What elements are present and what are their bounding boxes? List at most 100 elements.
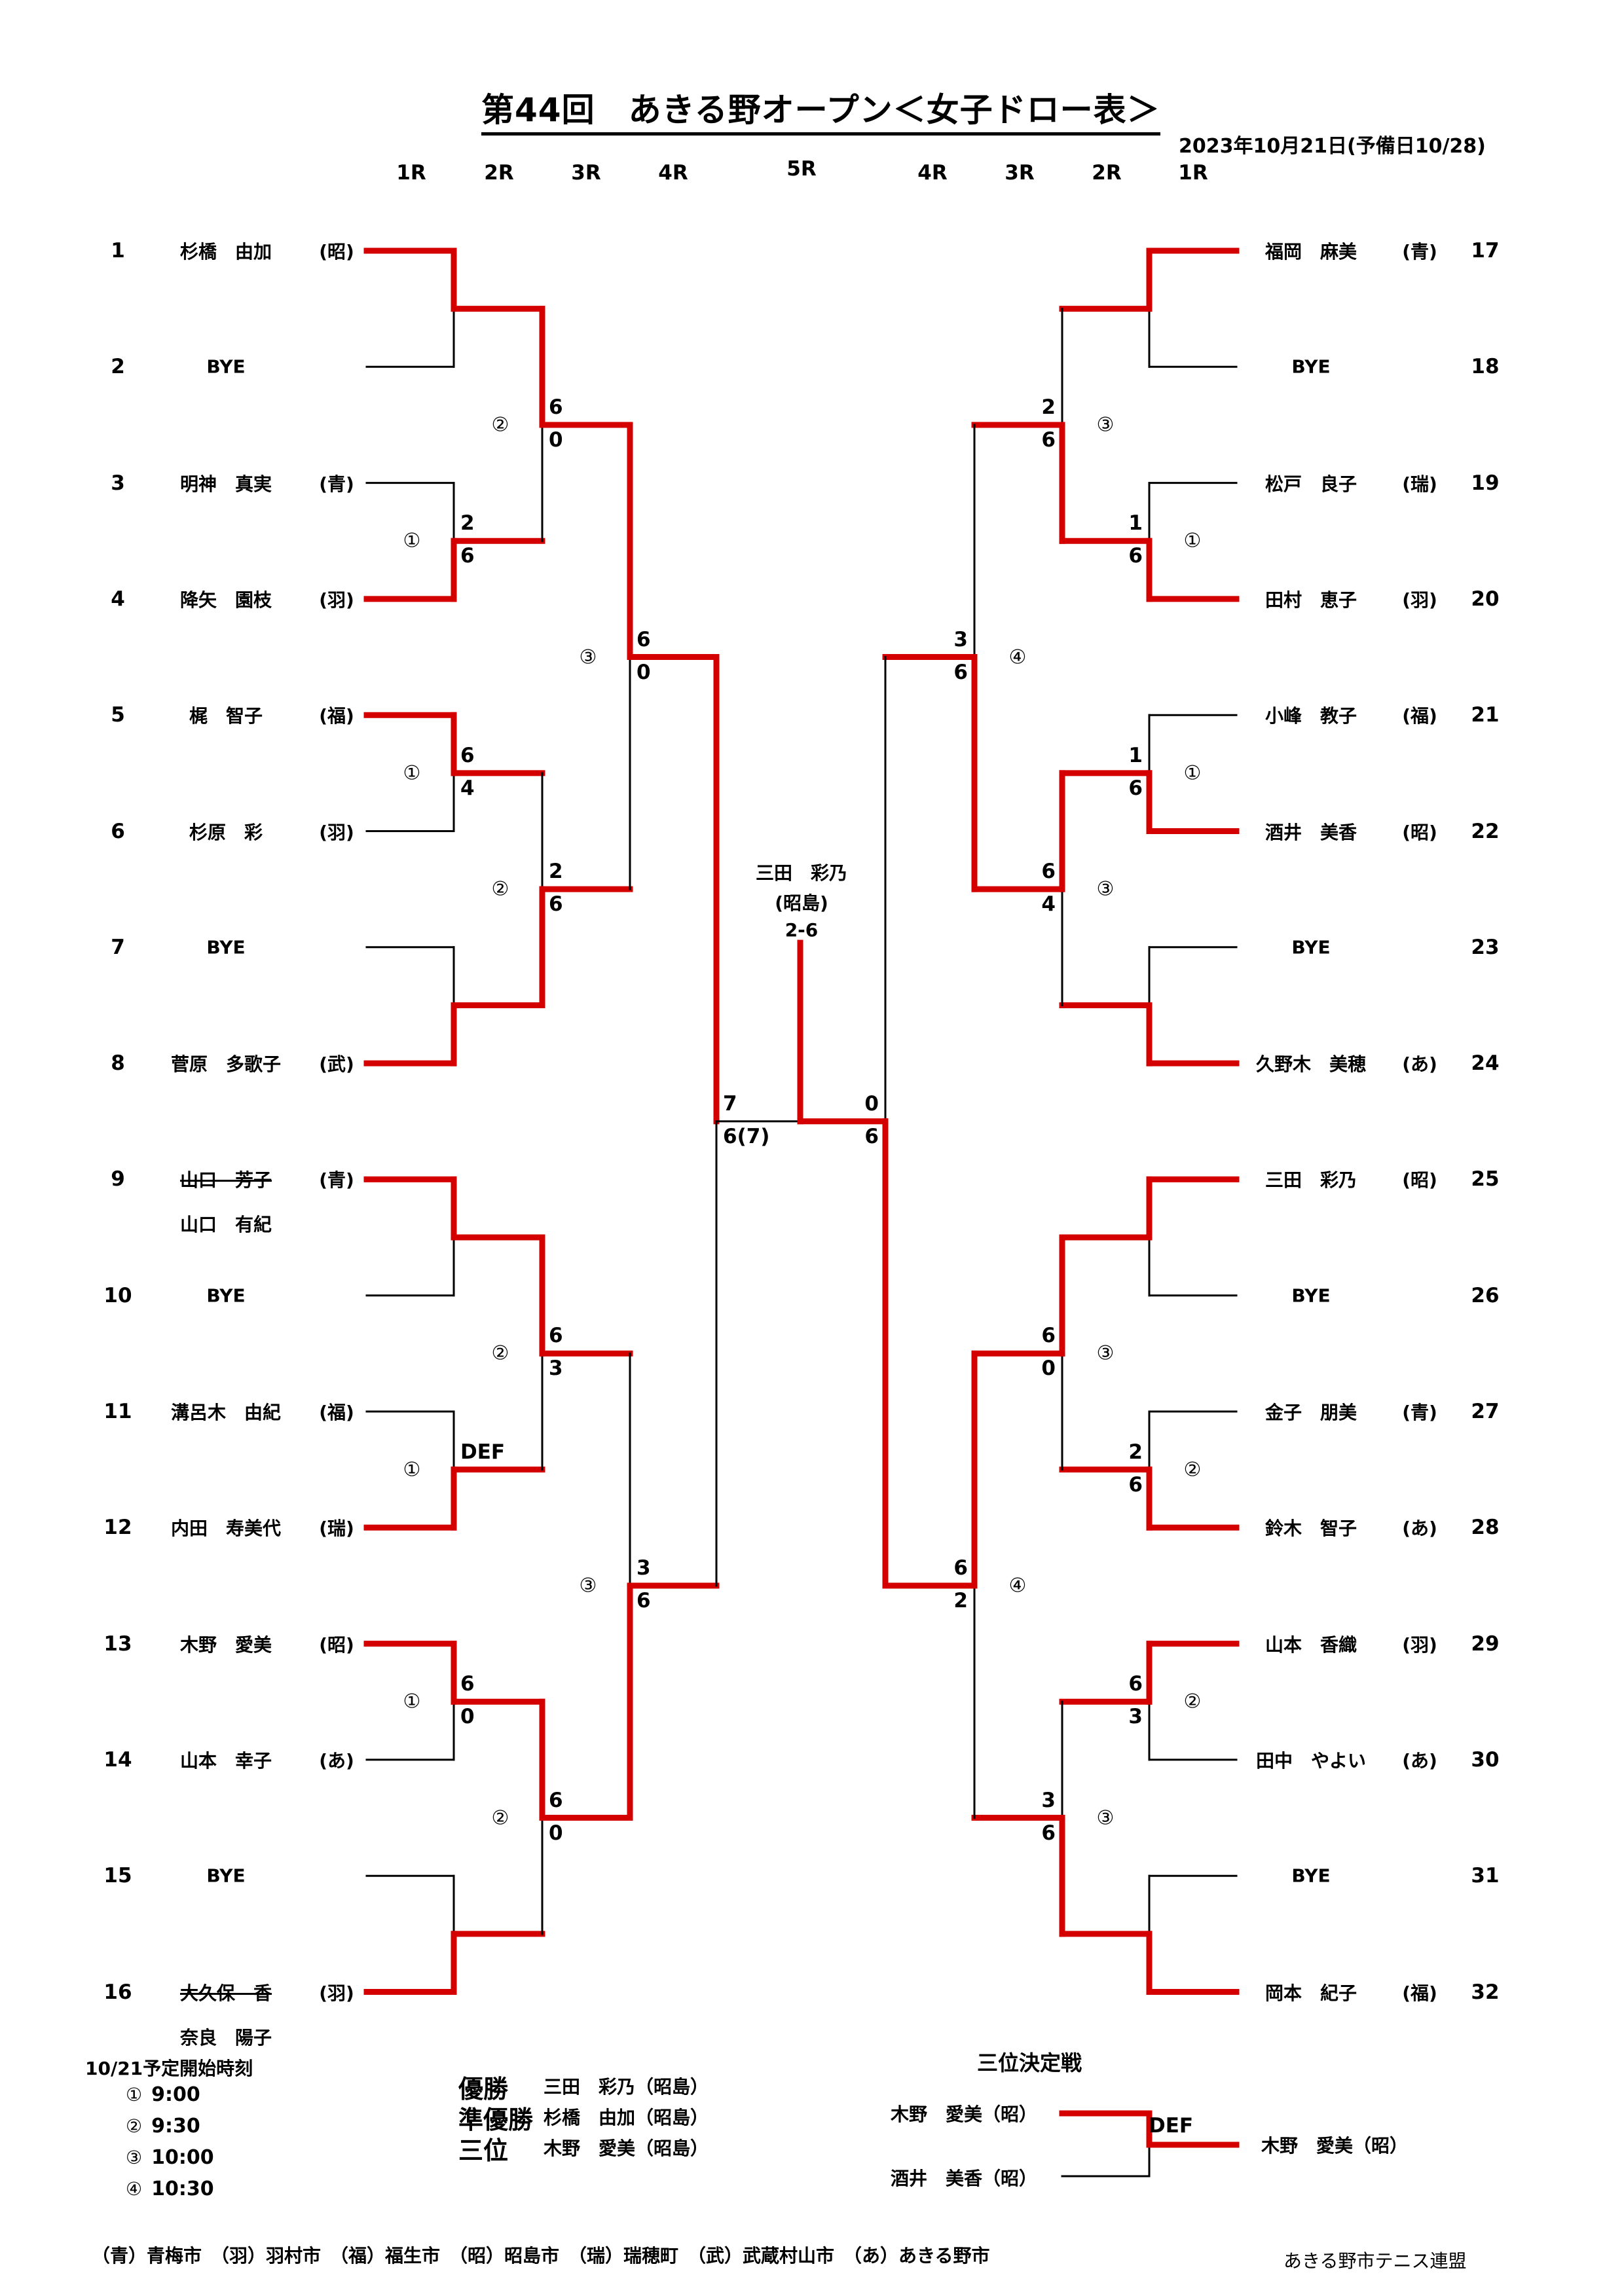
player-name: 杉原 彩	[189, 821, 263, 843]
score-top: 6	[460, 1672, 475, 1696]
third-place-winner: 木野 愛美（昭）	[1261, 2135, 1409, 2157]
player-name: 福岡 麻美	[1264, 241, 1357, 263]
round-header-final: 5R	[786, 157, 817, 181]
draw-number: 32	[1471, 1980, 1500, 2004]
champion-affiliation: (昭島)	[775, 892, 828, 914]
player-affiliation: (福)	[1402, 1982, 1437, 2004]
substitute-player-name: 奈良 陽子	[179, 2026, 272, 2049]
session-marker-icon: ②	[1183, 1690, 1202, 1713]
draw-number: 17	[1471, 239, 1500, 263]
player-name: 菅原 多歌子	[170, 1053, 282, 1076]
score-top: 1	[1128, 511, 1143, 536]
result-label-winner: 優勝	[458, 2075, 509, 2104]
draw-number: 6	[111, 819, 125, 843]
organizer: あきる野市テニス連盟	[1283, 2250, 1467, 2272]
draw-number: 24	[1471, 1051, 1500, 1076]
player-affiliation: (昭)	[319, 1633, 354, 1656]
score-bottom: 0	[1041, 1357, 1056, 1381]
score-top: 2	[460, 511, 475, 536]
draw-number: 23	[1471, 935, 1500, 959]
score-top: 6	[1041, 860, 1056, 884]
score-bottom: 6	[637, 1588, 651, 1613]
bye-slot: BYE	[1291, 355, 1331, 378]
player-affiliation: (あ)	[1402, 1518, 1437, 1540]
session-marker-icon: ②	[491, 1341, 509, 1365]
schedule-time: 10:00	[151, 2146, 214, 2169]
draw-number: 9	[111, 1167, 125, 1192]
draw-number: 29	[1471, 1631, 1500, 1656]
bye-slot: BYE	[1291, 936, 1331, 958]
session-marker-icon: ④	[1008, 646, 1027, 669]
result-name-third: 木野 愛美（昭島）	[544, 2138, 709, 2159]
round-header-right-2r: 2R	[1092, 161, 1122, 185]
round-header-left-2r: 2R	[484, 161, 514, 185]
draw-number: 27	[1471, 1400, 1500, 1423]
player-affiliation: (昭)	[319, 241, 354, 263]
score-bottom: 0	[549, 428, 563, 452]
round-header-right-1r: 1R	[1178, 161, 1208, 185]
score-bottom: 6	[953, 660, 968, 684]
score-bottom: 4	[1041, 892, 1056, 917]
session-marker-icon: ②	[491, 1806, 509, 1830]
player-affiliation: (昭)	[1402, 1169, 1437, 1192]
draw-number: 13	[103, 1631, 132, 1656]
player-affiliation: (青)	[319, 473, 354, 495]
third-place-top: 木野 愛美（昭）	[891, 2104, 1038, 2125]
score-top: 6	[460, 743, 475, 767]
score-top: DEF	[460, 1440, 506, 1464]
session-marker-icon: ①	[403, 761, 421, 785]
draw-number: 14	[103, 1747, 132, 1772]
session-marker-icon: ①	[403, 529, 421, 553]
session-marker-icon: ①	[1183, 761, 1202, 785]
schedule-time: 9:30	[151, 2115, 200, 2138]
player-name: 山本 香織	[1264, 1633, 1357, 1656]
score-bottom: 6	[549, 892, 563, 917]
champion-name: 三田 彩乃	[755, 862, 848, 884]
score-top: 3	[637, 1556, 651, 1580]
score-top: 7	[723, 1091, 737, 1116]
player-affiliation: (福)	[319, 705, 354, 727]
score-top: 3	[953, 627, 968, 651]
result-name-winner: 三田 彩乃（昭島）	[544, 2076, 709, 2098]
session-2-icon: ②	[126, 2115, 143, 2137]
player-affiliation: (羽)	[1402, 1633, 1437, 1656]
schedule-title: 10/21予定開始時刻	[85, 2058, 253, 2079]
player-affiliation: (羽)	[319, 1982, 354, 2004]
score-top: 6	[1041, 1324, 1056, 1348]
player-affiliation: (羽)	[319, 589, 354, 611]
player-affiliation: (あ)	[319, 1749, 354, 1772]
player-name: 降矢 園枝	[179, 589, 272, 611]
player-affiliation: (羽)	[1402, 589, 1437, 611]
affiliation-legend: （青）青梅市 （羽）羽村市 （福）福生市 （昭）昭島市 （瑞）瑞穂町 （武）武蔵…	[92, 2245, 990, 2267]
score-bottom: 0	[460, 1705, 475, 1729]
result-label-runner-up: 準優勝	[458, 2105, 534, 2134]
result-label-third: 三位	[458, 2136, 509, 2165]
draw-number: 3	[111, 471, 125, 495]
player-name: 杉橋 由加	[179, 241, 272, 263]
result-name-runner-up: 杉橋 由加（昭島）	[544, 2107, 709, 2128]
round-header-right-3r: 3R	[1005, 161, 1035, 185]
tournament-date: 2023年10月21日(予備日10/28)	[1179, 135, 1486, 158]
score-bottom: 0	[637, 660, 651, 684]
final-score: 2-6	[784, 919, 819, 941]
score-top: 6	[637, 627, 651, 651]
player-affiliation: (福)	[319, 1402, 354, 1423]
score-bottom: 2	[953, 1588, 968, 1613]
draw-number: 10	[103, 1283, 132, 1307]
score-top: 0	[864, 1091, 879, 1116]
score-bottom: 6	[1128, 1472, 1143, 1497]
draw-number: 22	[1471, 819, 1500, 843]
score-bottom: 0	[549, 1821, 563, 1845]
session-marker-icon: ②	[1183, 1458, 1202, 1482]
session-marker-icon: ①	[1183, 529, 1202, 553]
player-affiliation: (あ)	[1402, 1053, 1437, 1076]
player-affiliation: (福)	[1402, 705, 1437, 727]
player-name: 溝呂木 由紀	[170, 1402, 282, 1423]
player-name: 小峰 教子	[1264, 705, 1357, 727]
score-top: 6	[549, 395, 563, 419]
draw-number: 11	[103, 1400, 132, 1423]
player-name: 三田 彩乃	[1264, 1169, 1357, 1192]
score-bottom: 6	[1041, 1821, 1056, 1845]
round-header-left-4r: 4R	[658, 161, 688, 185]
